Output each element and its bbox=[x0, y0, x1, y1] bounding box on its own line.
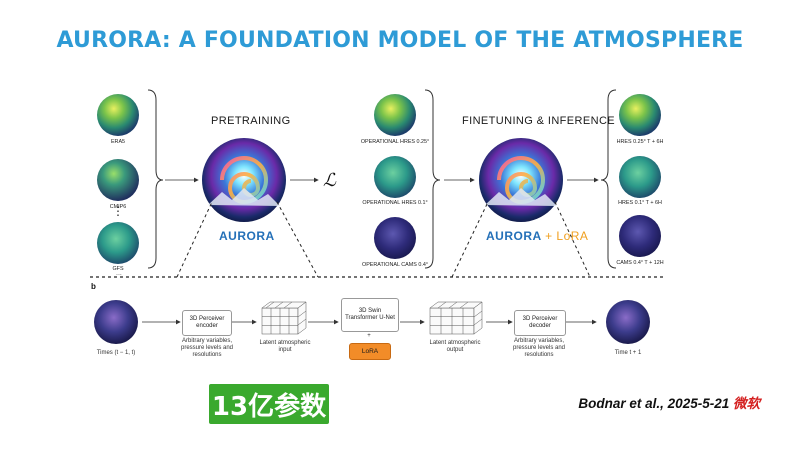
input-bracket bbox=[147, 89, 164, 269]
out-hres025-globe bbox=[619, 94, 661, 136]
swin-unet-box: 3D Swin Transformer U-Net bbox=[341, 298, 399, 332]
perceiver-encoder-box: 3D Perceiver encoder bbox=[182, 310, 232, 336]
out-cams-globe bbox=[619, 215, 661, 257]
operational-bracket bbox=[424, 89, 441, 269]
parameter-count-badge: 13亿参数 bbox=[209, 384, 329, 424]
citation-org: 微软 bbox=[733, 396, 760, 411]
swin-unet-text: 3D Swin Transformer U-Net bbox=[345, 307, 395, 322]
era5-globe bbox=[97, 94, 139, 136]
input-times-caption: Times (t − 1, t) bbox=[96, 350, 136, 356]
dataset-label-era5: ERA5 bbox=[110, 139, 126, 145]
hres025-globe bbox=[374, 94, 416, 136]
unet-plus: + bbox=[367, 333, 371, 339]
operational-label-hres025: OPERATIONAL HRES 0.25° bbox=[360, 139, 430, 145]
finetuning-title: FINETUNING & INFERENCE bbox=[462, 115, 616, 127]
hres01-globe bbox=[374, 156, 416, 198]
latent-output-caption: Latent atmospheric output bbox=[429, 340, 481, 353]
dataset-ellipsis: ⋮ bbox=[112, 204, 124, 218]
lora-box: LoRA bbox=[349, 343, 391, 360]
citation: Bodnar et al., 2025-5-21 微软 bbox=[578, 392, 760, 412]
output-bracket bbox=[600, 89, 617, 269]
output-label-hres025: HRES 0.25° T + 6H bbox=[616, 139, 664, 145]
latent-input-grid bbox=[261, 301, 307, 335]
cams-globe bbox=[374, 217, 416, 259]
aurora-logo-pretraining bbox=[202, 138, 286, 222]
aurora-logo-finetuning bbox=[479, 138, 563, 222]
latent-output-grid bbox=[429, 301, 483, 335]
operational-label-cams: OPERATIONAL CAMS 0.4° bbox=[362, 262, 428, 268]
operational-label-hres01: OPERATIONAL HRES 0.1° bbox=[362, 200, 428, 206]
pretraining-title: PRETRAINING bbox=[211, 115, 291, 127]
output-time-globe bbox=[606, 300, 650, 344]
gfs-globe bbox=[97, 222, 139, 264]
aurora-model-label: AURORA bbox=[219, 229, 275, 243]
perceiver-decoder-text: 3D Perceiver decoder bbox=[522, 315, 558, 330]
cmip6-globe bbox=[97, 159, 139, 201]
lora-text: LoRA bbox=[361, 348, 379, 355]
decoder-note: Arbitrary variables, pressure levels and… bbox=[512, 338, 566, 358]
zoom-connector-left bbox=[176, 201, 319, 278]
citation-authors: Bodnar et al., 2025-5-21 bbox=[578, 396, 730, 411]
aurora-label-text: AURORA bbox=[486, 229, 542, 243]
loss-symbol: ℒ bbox=[323, 170, 336, 191]
latent-input-caption: Latent atmospheric input bbox=[259, 340, 311, 353]
aurora-lora-label: AURORA + LoRA bbox=[486, 229, 588, 243]
input-times-globe bbox=[94, 300, 138, 344]
dataset-label-cmip6: CMIP6 bbox=[109, 204, 127, 210]
output-label-cams: CAMS 0.4° T + 12H bbox=[616, 260, 664, 266]
page-title: AURORA: A FOUNDATION MODEL OF THE ATMOSP… bbox=[56, 28, 744, 53]
panel-b-label: b bbox=[91, 282, 96, 291]
output-label-hres01: HRES 0.1° T + 6H bbox=[618, 200, 662, 206]
output-time-caption: Time t + 1 bbox=[614, 350, 642, 356]
perceiver-decoder-box: 3D Perceiver decoder bbox=[514, 310, 566, 336]
out-hres01-globe bbox=[619, 156, 661, 198]
dataset-label-gfs: GFS bbox=[112, 266, 124, 272]
encoder-note: Arbitrary variables, pressure levels and… bbox=[180, 338, 234, 358]
perceiver-encoder-text: 3D Perceiver encoder bbox=[189, 315, 225, 330]
small-ellipsis: ... bbox=[116, 270, 122, 277]
lora-plus-text: + LoRA bbox=[545, 229, 589, 243]
zoom-connector-right bbox=[451, 201, 591, 278]
